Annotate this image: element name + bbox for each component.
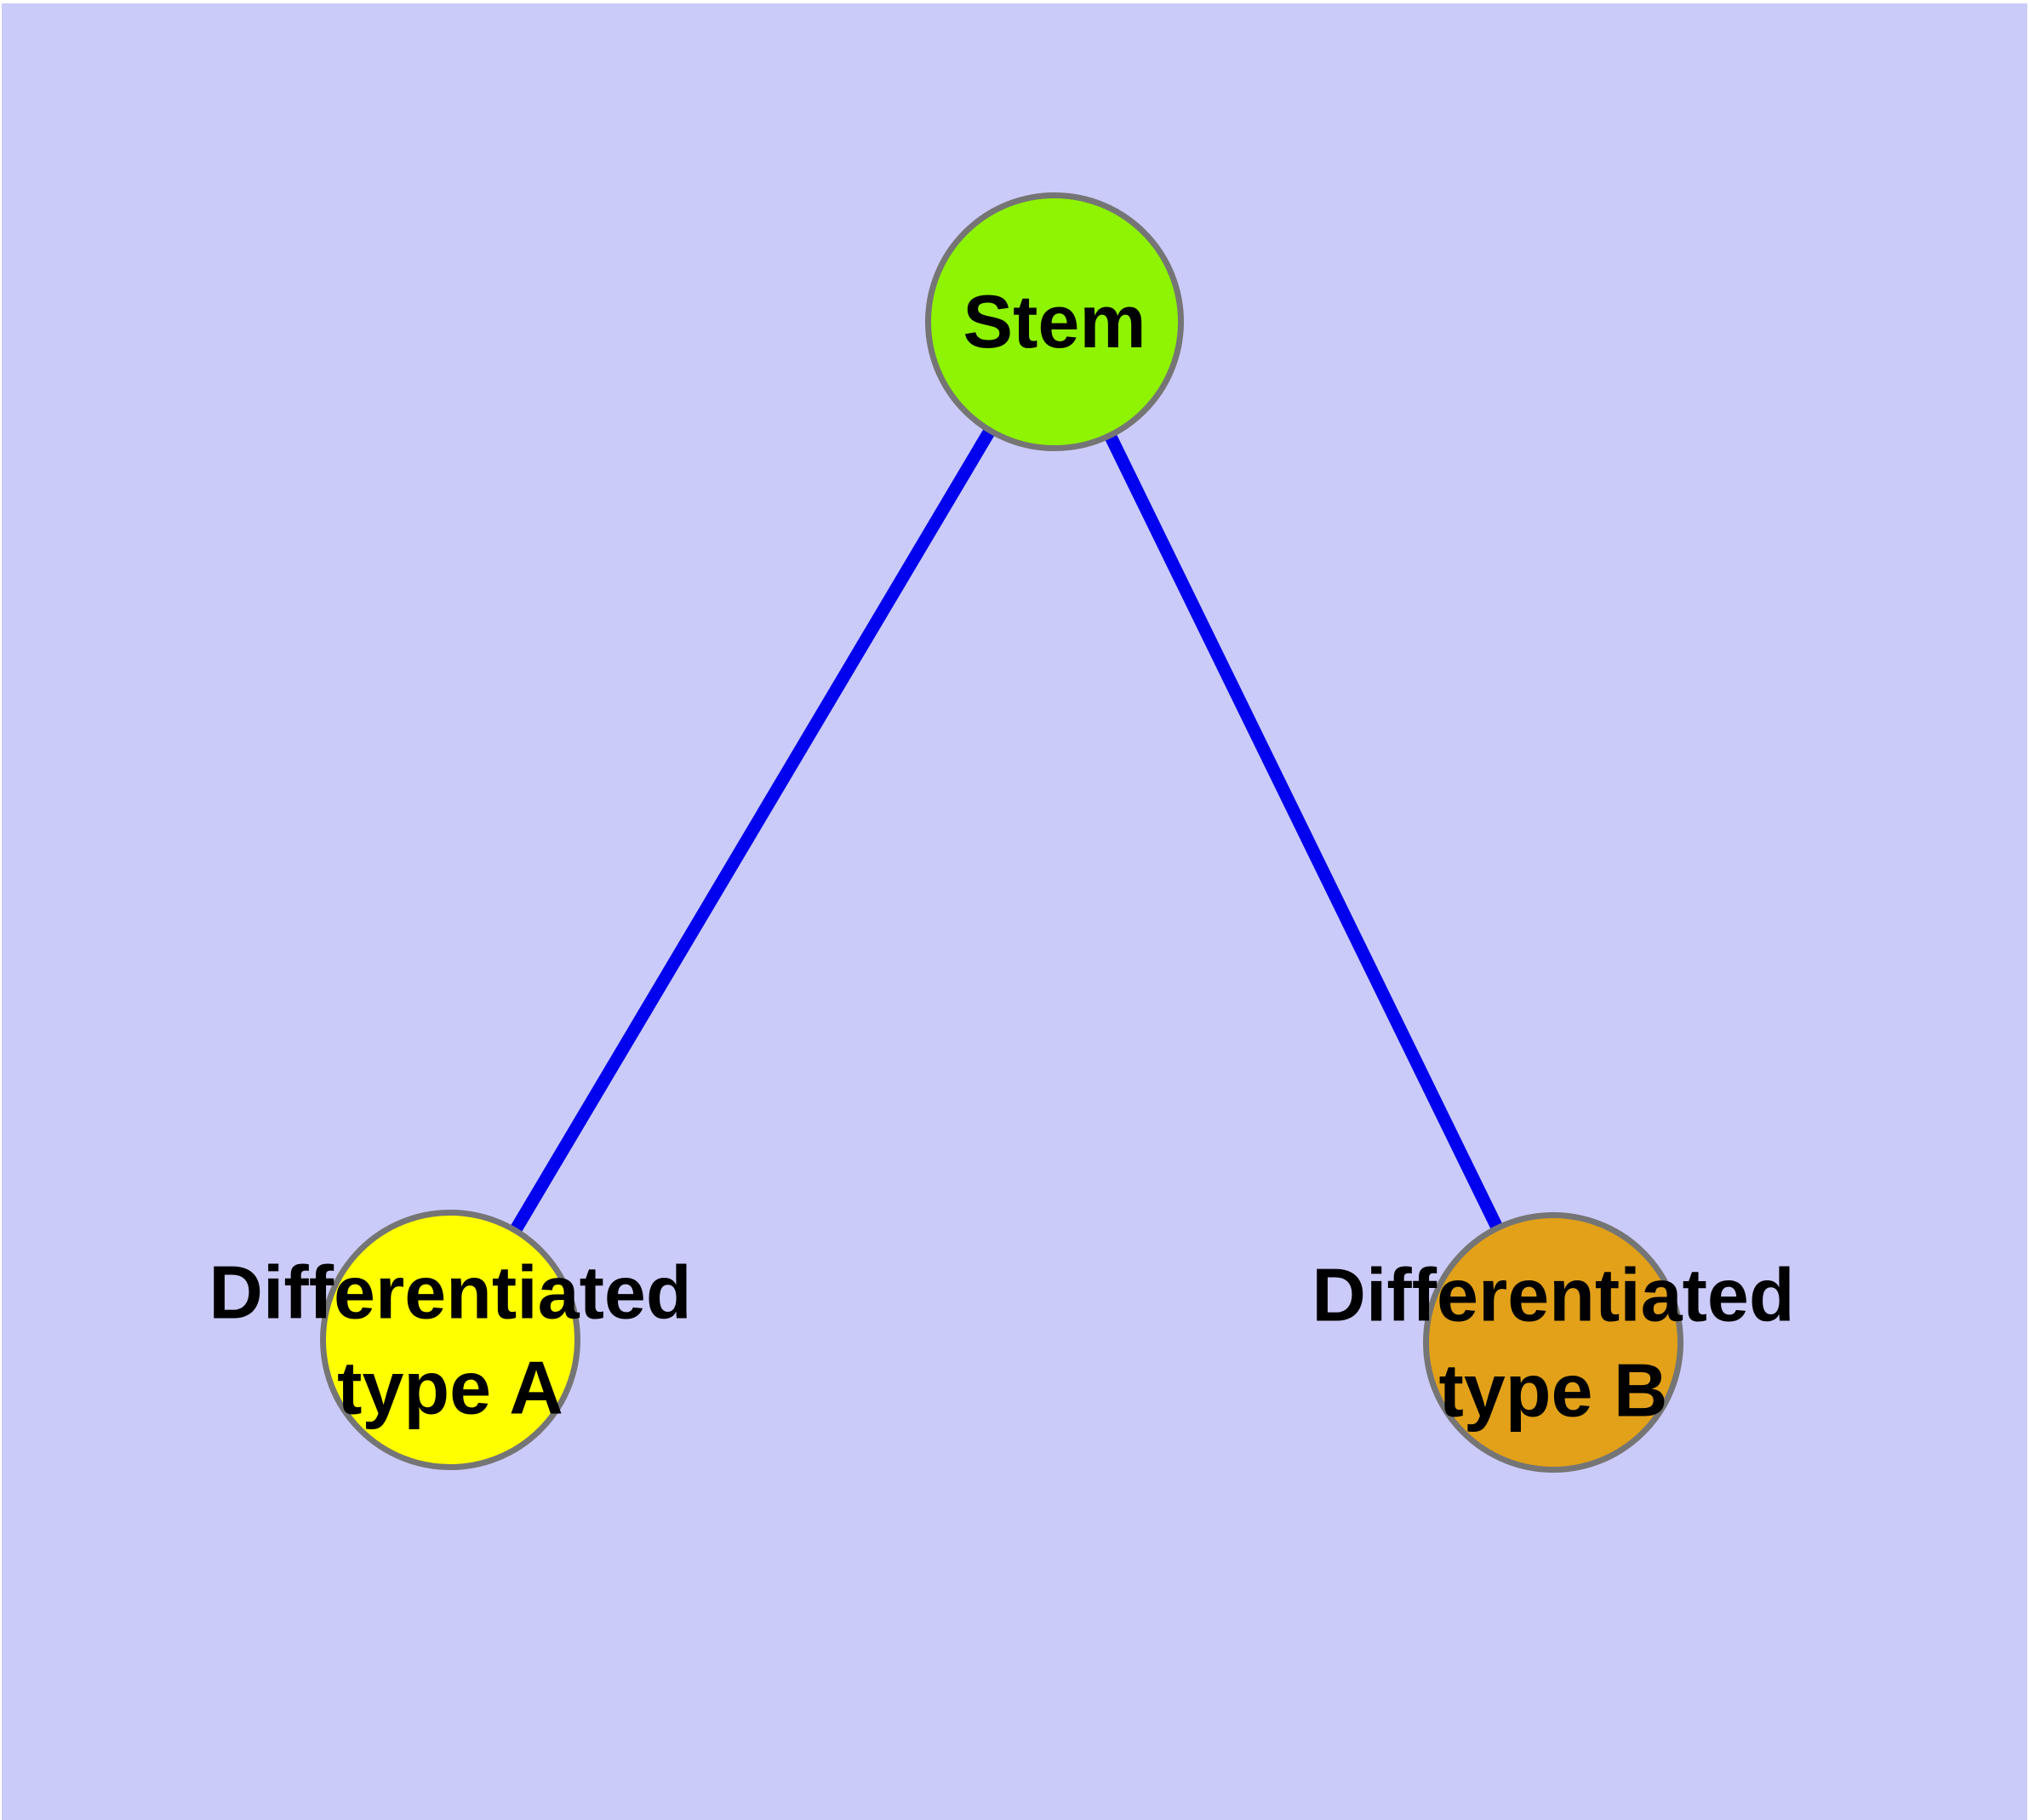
node-differentiated-type-a: Differentiated type A (209, 1210, 692, 1470)
node-differentiated-type-a-label: Differentiated type A (209, 1250, 692, 1429)
edges-layer (444, 318, 1559, 1346)
plot-background: Stem Differentiated type A Differentiate… (2, 3, 2027, 1820)
node-differentiated-type-b: Differentiated type B (1312, 1212, 1795, 1473)
node-differentiated-type-b-label: Differentiated type B (1312, 1252, 1795, 1432)
node-stem: Stem (925, 192, 1184, 451)
node-stem-label: Stem (963, 279, 1146, 364)
edge-stem-to-type-a (444, 318, 1060, 1343)
edge-stem-to-type-b (1049, 318, 1559, 1346)
